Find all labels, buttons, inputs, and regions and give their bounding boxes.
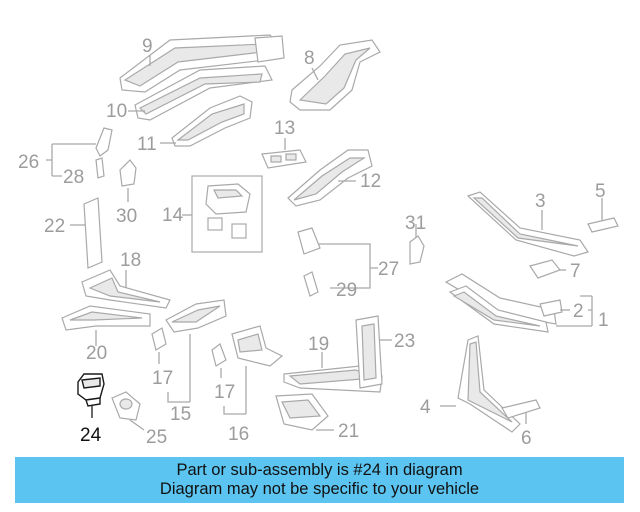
callout-22: 22 [44, 216, 65, 237]
part-26-bracket[interactable] [95, 127, 113, 157]
part-1-duct-assembly[interactable] [444, 273, 557, 333]
callout-9: 9 [142, 36, 153, 57]
part-20-duct[interactable] [61, 305, 151, 331]
callout-17b: 17 [214, 382, 235, 403]
callout-5: 5 [595, 181, 606, 202]
callout-29: 29 [336, 280, 357, 301]
callout-4: 4 [420, 397, 431, 418]
callout-13: 13 [274, 118, 295, 139]
leader-16 [223, 366, 247, 415]
part-27-bracket[interactable] [297, 227, 321, 255]
part-2-duct[interactable] [539, 299, 563, 317]
callout-7: 7 [570, 261, 581, 282]
part-14-module[interactable] [205, 183, 251, 239]
leader-25 [129, 419, 145, 431]
part-14-group-box [191, 175, 263, 253]
part-30-sensor[interactable] [119, 159, 137, 187]
part-13-grille[interactable] [261, 149, 307, 169]
callout-11: 11 [137, 134, 157, 155]
callout-25: 25 [146, 427, 167, 448]
banner-line-1: Part or sub-assembly is #24 in diagram [176, 461, 463, 479]
callout-19: 19 [308, 334, 329, 355]
callout-24: 24 [80, 425, 102, 446]
callout-28: 28 [63, 167, 84, 188]
callout-10: 10 [106, 101, 127, 122]
leader-1 [556, 295, 593, 327]
callout-31: 31 [405, 213, 426, 234]
leader-27 [318, 243, 378, 289]
part-9-duct[interactable] [119, 34, 285, 93]
callout-15: 15 [170, 404, 191, 425]
callout-1: 1 [598, 310, 609, 331]
part-29-clip[interactable] [303, 271, 319, 297]
leader-15 [167, 334, 191, 403]
part-31-sensor[interactable] [409, 235, 425, 265]
part-24-duct-highlighted[interactable] [77, 373, 105, 407]
part-25-adapter[interactable] [111, 391, 141, 421]
banner-line-2: Diagram may not be specific to your vehi… [159, 480, 480, 498]
part-18-duct[interactable] [81, 269, 171, 309]
leader-26 [46, 143, 96, 177]
callout-23: 23 [394, 331, 415, 352]
callout-8: 8 [304, 48, 315, 69]
part-22-panel[interactable] [83, 197, 103, 269]
part-11-duct[interactable] [171, 95, 253, 147]
callout-20: 20 [86, 343, 107, 364]
part-12-duct[interactable] [287, 149, 373, 207]
part-8-elbow[interactable] [289, 39, 381, 111]
part-7-clip[interactable] [529, 259, 561, 279]
callout-27: 27 [378, 259, 399, 280]
part-3-duct[interactable] [466, 191, 589, 257]
part-16-duct[interactable] [231, 325, 284, 367]
part-5-strip[interactable] [587, 217, 619, 233]
callout-6: 6 [521, 428, 532, 449]
callout-14: 14 [162, 205, 184, 226]
part-28-clip[interactable] [95, 157, 105, 179]
callout-16: 16 [228, 424, 249, 445]
callout-26: 26 [18, 152, 39, 173]
callout-12: 12 [360, 171, 381, 192]
part-21-duct[interactable] [275, 393, 329, 431]
part-17-clip-right[interactable] [211, 343, 227, 367]
part-4-duct[interactable] [457, 335, 521, 433]
part-15-duct[interactable] [165, 299, 227, 333]
parts-diagram: 9 10 11 8 13 12 26 28 [18, 34, 619, 449]
part-17-clip-left[interactable] [151, 327, 167, 351]
callout-2: 2 [573, 301, 584, 322]
part-6-strip[interactable] [501, 399, 541, 419]
part-10-duct[interactable] [134, 65, 273, 121]
part-23-panel[interactable] [355, 315, 383, 389]
info-banner: Part or sub-assembly is #24 in diagram D… [15, 457, 624, 503]
callout-30: 30 [116, 206, 137, 227]
leader-8 [311, 67, 319, 81]
callout-17a: 17 [152, 368, 173, 389]
callout-21: 21 [338, 421, 359, 442]
callout-18: 18 [120, 250, 141, 271]
callout-3: 3 [535, 191, 546, 212]
